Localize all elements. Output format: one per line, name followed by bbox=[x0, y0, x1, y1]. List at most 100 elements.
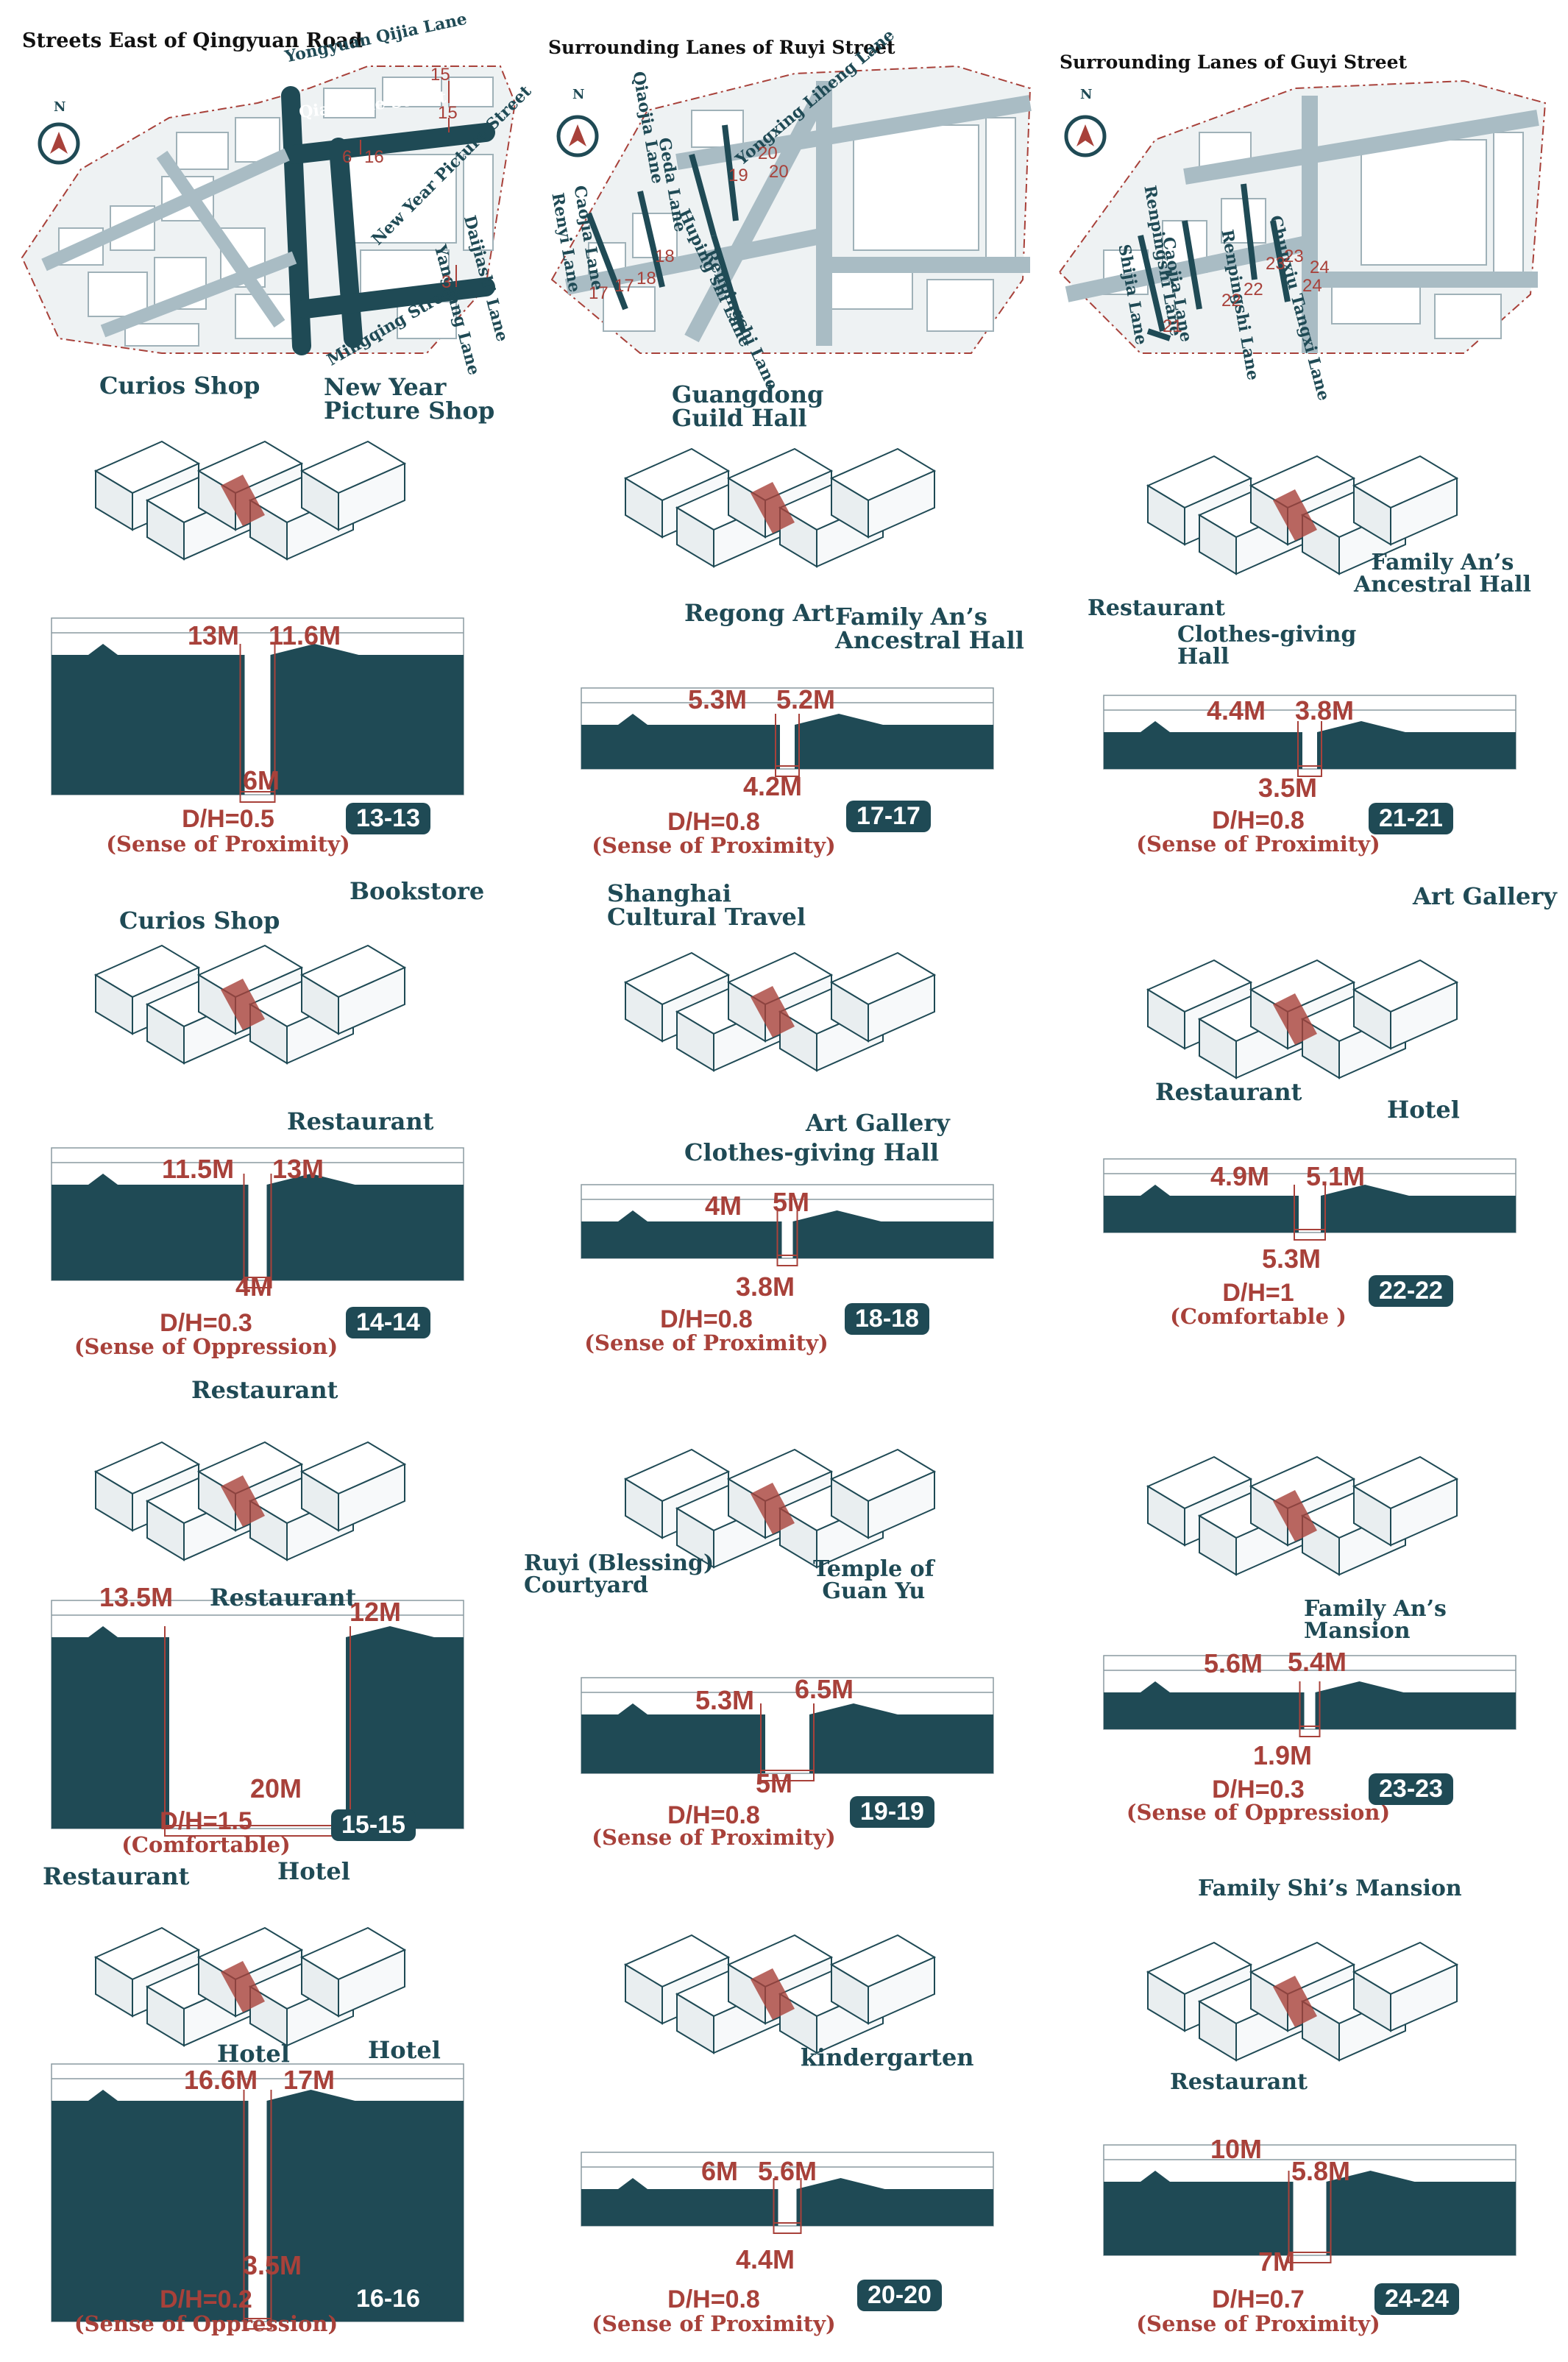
width-dimension: 6M bbox=[243, 765, 280, 795]
street-highlight bbox=[1273, 489, 1317, 541]
section-badge: 23-23 bbox=[1369, 1773, 1453, 1805]
dh-ratio: D/H=0.3 bbox=[160, 1309, 252, 1337]
section-wall-left bbox=[52, 644, 245, 795]
street-highlight bbox=[751, 482, 795, 533]
building-label: Restaurant bbox=[1155, 1078, 1302, 1106]
section-wall-right bbox=[1326, 2171, 1516, 2255]
section-wall-right bbox=[792, 1210, 993, 1258]
street-highlight bbox=[751, 1483, 795, 1534]
axonometric-buildings bbox=[1146, 959, 1459, 1079]
section-badge: 18-18 bbox=[845, 1303, 929, 1335]
section-marker: 20 bbox=[769, 162, 789, 182]
width-dimension: 3.5M bbox=[243, 2250, 302, 2280]
dh-ratio: D/H=0.2 bbox=[160, 2285, 252, 2313]
section-marker: 15 bbox=[430, 65, 450, 85]
spatial-sense: (Sense of Proximity) bbox=[1136, 2311, 1380, 2336]
height-dimension: 13M bbox=[188, 620, 240, 650]
street-highlight bbox=[1273, 993, 1317, 1045]
section-badge: 13-13 bbox=[346, 803, 430, 834]
street-section-drawing bbox=[581, 1448, 994, 1781]
section-marker: 18 bbox=[655, 247, 675, 266]
height-dimension: 3.8M bbox=[1295, 695, 1355, 726]
section-wall-left bbox=[581, 2178, 778, 2226]
section-marker: 6 bbox=[342, 147, 352, 167]
section-marker: 17 bbox=[589, 283, 609, 303]
height-dimension: 5.3M bbox=[695, 1685, 755, 1715]
dh-ratio: D/H=1 bbox=[1222, 1279, 1294, 1307]
section-wall-right bbox=[346, 1626, 464, 1829]
compass-icon bbox=[38, 122, 80, 165]
section-badge: 19-19 bbox=[850, 1796, 934, 1828]
section-marker: 23 bbox=[1284, 247, 1304, 266]
street-section-drawing bbox=[581, 951, 994, 1266]
spatial-sense: (Sense of Oppression) bbox=[74, 2311, 338, 2336]
building-label: Family An’s Ancestral Hall bbox=[1354, 550, 1531, 597]
dimension-lines bbox=[239, 644, 276, 803]
spatial-sense: (Comfortable ) bbox=[1170, 1304, 1347, 1329]
dimension-lines bbox=[1294, 1185, 1326, 1241]
section-wall-right bbox=[1317, 721, 1516, 769]
section-wall-left bbox=[581, 714, 780, 769]
section-badge: 14-14 bbox=[346, 1307, 430, 1338]
section-marker: 3 bbox=[441, 272, 452, 292]
section-wall-right bbox=[266, 1174, 464, 1280]
section-marker: 19 bbox=[728, 166, 748, 185]
height-dimension: 4.4M bbox=[1207, 695, 1266, 726]
spatial-sense: (Sense of Proximity) bbox=[584, 1330, 829, 1355]
section-marker: 20 bbox=[758, 143, 778, 163]
height-dimension: 5M bbox=[773, 1187, 810, 1217]
section-marker: 24 bbox=[1310, 258, 1330, 277]
height-dimension: 4.9M bbox=[1210, 1161, 1270, 1191]
building-label: Family Shi’s Mansion bbox=[1198, 1876, 1462, 1901]
height-dimension: 16.6M bbox=[184, 2065, 258, 2095]
width-dimension: 4M bbox=[235, 1272, 273, 1302]
section-wall-left bbox=[581, 1210, 782, 1258]
site-map-qingyuan bbox=[21, 65, 517, 355]
building-label: Curios Shop bbox=[99, 372, 260, 400]
building-label: Art Gallery bbox=[1413, 882, 1557, 910]
section-badge: 20-20 bbox=[857, 2280, 942, 2311]
dimension-lines bbox=[760, 1703, 815, 1781]
dh-ratio: D/H=0.5 bbox=[182, 805, 274, 833]
street-highlight bbox=[221, 475, 265, 526]
street-section-drawing bbox=[1103, 455, 1516, 777]
height-dimension: 5.1M bbox=[1306, 1161, 1366, 1191]
map-title-2: Surrounding Lanes of Ruyi Street bbox=[548, 37, 895, 58]
section-marker: 18 bbox=[636, 269, 656, 288]
section-marker: 21 bbox=[1163, 316, 1182, 336]
axonometric-buildings bbox=[1146, 1941, 1459, 2062]
spatial-sense: (Sense of Oppression) bbox=[74, 1334, 338, 1359]
street-section-drawing bbox=[51, 1926, 464, 2330]
spatial-sense: (Sense of Oppression) bbox=[1126, 1800, 1391, 1825]
street-highlight bbox=[751, 986, 795, 1038]
section-badge: 24-24 bbox=[1374, 2283, 1459, 2315]
building-label: Curios Shop bbox=[119, 907, 280, 934]
spatial-sense: (Sense of Proximity) bbox=[592, 1825, 836, 1850]
section-marker: 24 bbox=[1302, 276, 1322, 296]
section-badge: 15-15 bbox=[331, 1809, 416, 1841]
width-dimension: 1.9M bbox=[1253, 1740, 1313, 1770]
height-dimension: 6.5M bbox=[795, 1674, 854, 1704]
spatial-sense: (Sense of Proximity) bbox=[1136, 831, 1380, 857]
street-section-drawing bbox=[1103, 1941, 1516, 2263]
spatial-sense: (Sense of Proximity) bbox=[592, 833, 836, 858]
height-dimension: 11.5M bbox=[162, 1154, 235, 1184]
map-title-1: Streets East of Qingyuan Road bbox=[22, 29, 363, 52]
height-dimension: 11.6M bbox=[269, 620, 341, 650]
dimension-lines bbox=[773, 2178, 802, 2234]
street-section-drawing bbox=[1103, 959, 1516, 1241]
section-badge: 21-21 bbox=[1369, 803, 1453, 834]
width-dimension: 4.4M bbox=[736, 2244, 795, 2274]
width-dimension: 3.5M bbox=[1258, 773, 1318, 803]
dimension-lines bbox=[243, 2090, 272, 2330]
dh-ratio: D/H=0.8 bbox=[660, 1305, 753, 1333]
section-marker: 16 bbox=[364, 147, 384, 167]
section-wall-right bbox=[796, 2178, 993, 2226]
street-highlight bbox=[751, 1968, 795, 2020]
width-dimension: 7M bbox=[1258, 2246, 1296, 2277]
building-label: Restaurant bbox=[287, 1107, 434, 1135]
building-label: Temple of Guan Yu bbox=[813, 1556, 934, 1604]
street-highlight bbox=[1273, 1976, 1317, 2027]
building-label: Ruyi (Blessing) Courtyard bbox=[524, 1550, 714, 1598]
spatial-sense: (Sense of Proximity) bbox=[106, 831, 350, 857]
